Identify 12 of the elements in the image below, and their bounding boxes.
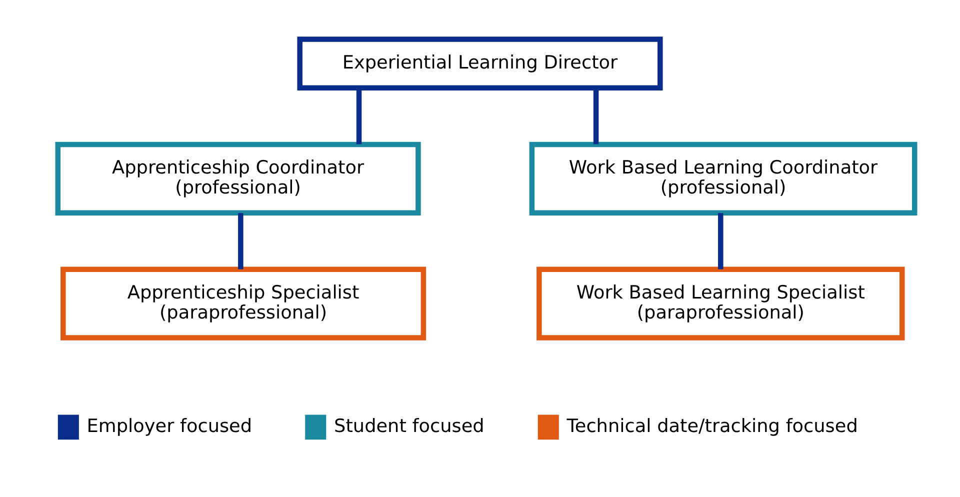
- node-box: Work Based Learning Specialist (paraprofessional): [536, 266, 905, 340]
- connector: [238, 212, 244, 269]
- connector: [718, 212, 724, 269]
- connector: [593, 88, 599, 144]
- connector: [356, 88, 362, 144]
- node-box: Apprenticeship Coordinator (professional): [55, 141, 421, 215]
- legend-label: Employer focused: [86, 416, 252, 437]
- node-box: Work Based Learning Coordinator (professional): [529, 141, 918, 215]
- legend-label: Student focused: [334, 416, 484, 437]
- node-box: Experiential Learning Director: [297, 36, 663, 90]
- node-box: Apprenticeship Specialist (paraprofessional): [60, 266, 426, 340]
- legend-label: Technical date/tracking focused: [566, 416, 858, 437]
